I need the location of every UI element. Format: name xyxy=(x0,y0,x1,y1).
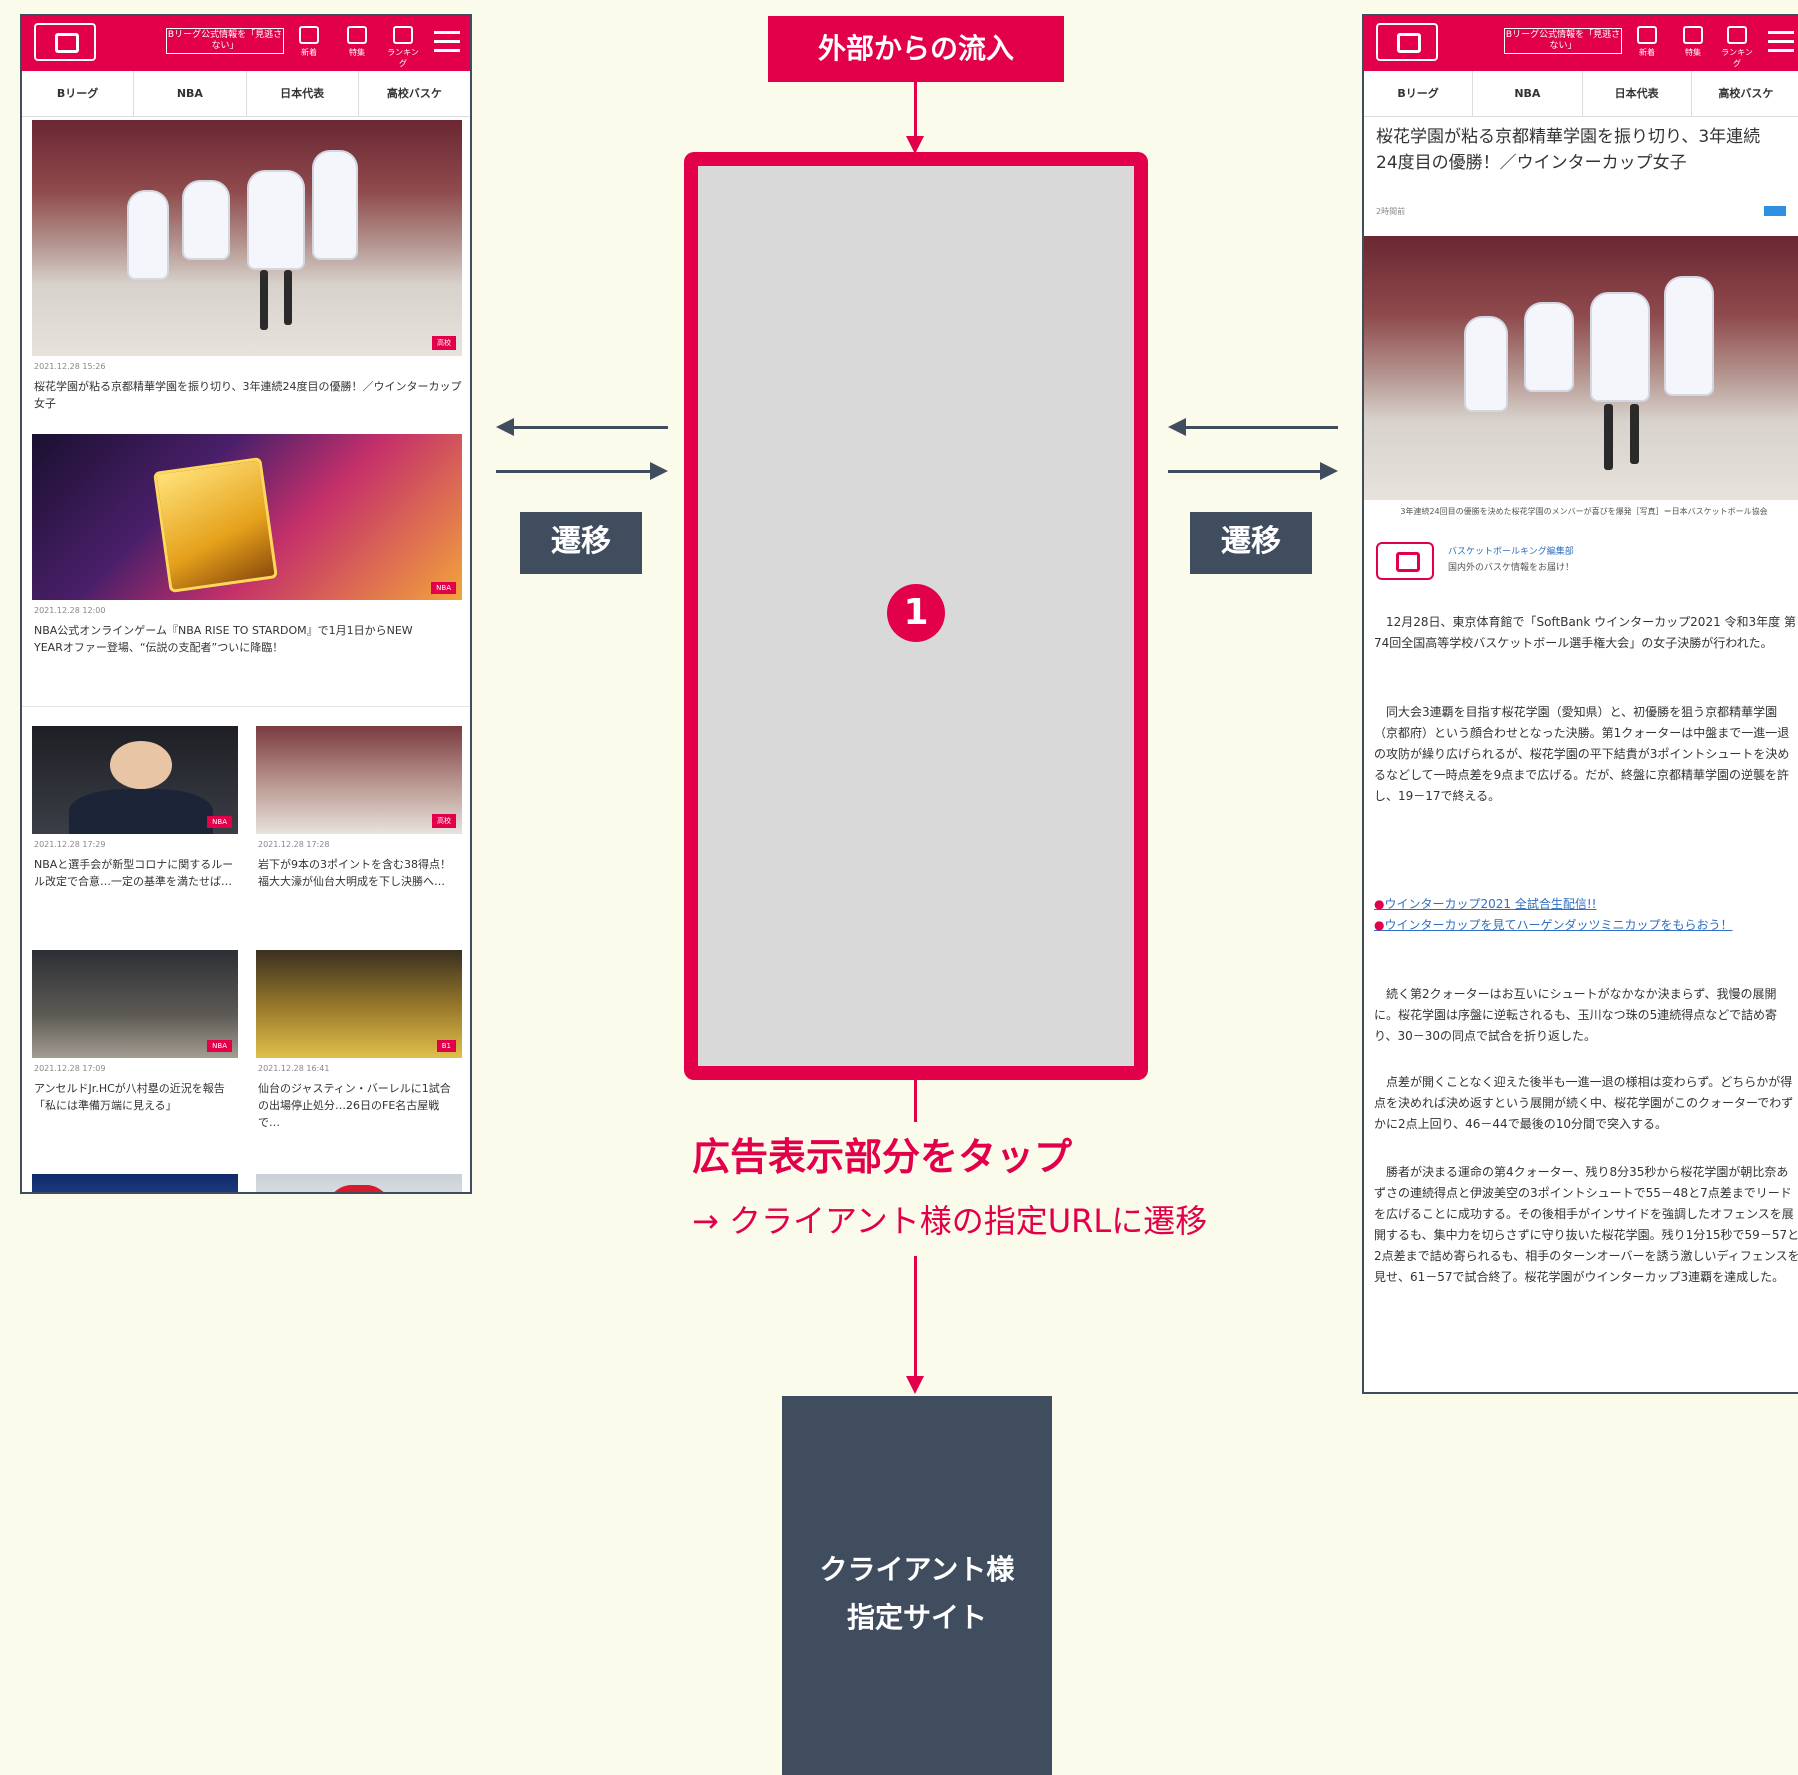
ranking-icon[interactable]: ランキング xyxy=(386,26,420,68)
arrow-left-line xyxy=(1184,426,1338,429)
article-headline[interactable]: 岩下が9本の3ポイントを含む38得点！ 福大大濠が仙台大明成を下し決勝へ… xyxy=(258,858,462,888)
arrow-right-head xyxy=(1320,462,1338,480)
article-headline[interactable]: NBAと選手会が新型コロナに関するルール改定で合意…一定の基準を満たせば… xyxy=(34,858,234,888)
article-headline[interactable]: 仙台のジャスティン・バーレルに1試合の出場停止処分…26日のFE名古屋戦で… xyxy=(258,1082,451,1129)
tap-subtitle: → クライアント様の指定URLに遷移 xyxy=(692,1202,1208,1240)
site-header: Bリーグ公式情報を「見逃さない」 新着 特集 ランキング xyxy=(1364,16,1798,71)
ad-step-number: 1 xyxy=(887,584,945,642)
client-site-label-2: 指定サイト xyxy=(846,1601,987,1634)
tab-b-league[interactable]: Bリーグ xyxy=(22,71,135,116)
photo-caption: 3年連続24回目の優勝を決めた桜花学園のメンバーが喜びを爆発［写真］＝日本バスケ… xyxy=(1400,507,1768,516)
menu-icon[interactable] xyxy=(434,31,460,53)
header-banner[interactable]: Bリーグ公式情報を「見逃さない」 xyxy=(166,28,284,54)
client-site-box: クライアント様 指定サイト xyxy=(782,1396,1052,1775)
category-tag: NBA xyxy=(431,582,456,594)
inflow-arrow-head xyxy=(906,136,924,154)
left-phone-feed: Bリーグ公式情報を「見逃さない」 新着 特集 ランキング Bリーグ NBA 日本… xyxy=(20,14,472,1194)
tap-connector-line xyxy=(914,1080,917,1122)
article-link-campaign[interactable]: ●ウインターカップを見てハーゲンダッツミニカップをもらおう！ xyxy=(1374,918,1733,932)
author-logo-icon[interactable] xyxy=(1376,542,1434,580)
article-paragraph: 点差が開くことなく迎えた後半も一進一退の様相は変わらず。どちらかが得点を決めれば… xyxy=(1374,1075,1794,1131)
feature-icon[interactable]: 特集 xyxy=(340,26,374,60)
new-articles-icon[interactable]: 新着 xyxy=(292,26,326,60)
arrow-right-line xyxy=(1168,470,1322,473)
redirect-arrow-line xyxy=(914,1256,917,1380)
tab-high-school[interactable]: 高校バスケ xyxy=(386,87,442,100)
article-title: 桜花学園が粘る京都精華学園を振り切り、3年連続24度目の優勝！／ウインターカップ… xyxy=(1376,127,1761,173)
article-date: 2021.12.28 15:26 xyxy=(34,362,106,371)
tab-japan[interactable]: 日本代表 xyxy=(1583,71,1692,116)
ranking-icon[interactable]: ランキング xyxy=(1720,26,1754,68)
tab-high-school[interactable]: 高校バスケ xyxy=(1718,87,1774,100)
article-date: 2021.12.28 12:00 xyxy=(34,606,106,615)
arrow-left-line xyxy=(512,426,668,429)
grid-article-image[interactable]: B1 xyxy=(256,950,462,1058)
article-date: 2時間前 xyxy=(1376,207,1406,216)
category-badge[interactable] xyxy=(1764,206,1786,216)
inflow-arrow-line xyxy=(914,82,917,140)
article-date: 2021.12.28 17:28 xyxy=(258,840,330,849)
tap-title: 広告表示部分をタップ xyxy=(692,1135,1073,1179)
article-date: 2021.12.28 17:09 xyxy=(34,1064,106,1073)
promo-article-image[interactable]: NBA xyxy=(32,434,462,600)
author-description: 国内外のバスケ情報をお届け！ xyxy=(1448,563,1575,573)
article-paragraph: 続く第2クォーターはお互いにシュートがなかなか決まらず、我慢の展開に。桜花学園は… xyxy=(1374,987,1778,1043)
main-article-image[interactable]: 高校 xyxy=(32,120,462,356)
article-paragraph: 同大会3連覇を目指す桜花学園（愛知県）と、初優勝を狙う京都精華学園（京都府）とい… xyxy=(1374,705,1790,803)
category-tag: NBA xyxy=(207,1040,232,1052)
divider xyxy=(22,706,470,707)
grid-article-image[interactable]: NBA xyxy=(32,726,238,834)
external-inflow-box: 外部からの流入 xyxy=(768,16,1064,82)
article-paragraph: 12月28日、東京体育館で「SoftBank ウインターカップ2021 令和3年… xyxy=(1374,615,1796,650)
category-tabs: Bリーグ NBA 日本代表 高校バスケ xyxy=(22,71,470,117)
transition-label-right: 遷移 xyxy=(1190,512,1312,574)
tab-nba[interactable]: NBA xyxy=(134,71,247,116)
category-tabs: Bリーグ NBA 日本代表 高校バスケ xyxy=(1364,71,1798,117)
article-link-live[interactable]: ●ウインターカップ2021 全試合生配信!! xyxy=(1374,897,1597,911)
article-headline[interactable]: アンセルドJr.HCが八村塁の近況を報告「私には準備万端に見える」 xyxy=(34,1082,225,1112)
feature-icon[interactable]: 特集 xyxy=(1676,26,1710,60)
article-date: 2021.12.28 17:29 xyxy=(34,840,106,849)
arrow-left-head xyxy=(1168,418,1186,436)
article-headline[interactable]: NBA公式オンラインゲーム『NBA RISE TO STARDOM』で1月1日か… xyxy=(34,624,413,654)
client-site-label-1: クライアント様 xyxy=(819,1553,1015,1586)
tab-b-league[interactable]: Bリーグ xyxy=(1364,71,1474,116)
site-header: Bリーグ公式情報を「見逃さない」 新着 特集 ランキング xyxy=(22,16,470,71)
header-banner[interactable]: Bリーグ公式情報を「見逃さない」 xyxy=(1504,28,1622,54)
category-tag: 高校 xyxy=(432,336,456,350)
category-tag: 高校 xyxy=(432,814,456,828)
article-date: 2021.12.28 16:41 xyxy=(258,1064,330,1073)
grid-article-image[interactable]: NBA xyxy=(32,950,238,1058)
tab-nba[interactable]: NBA xyxy=(1473,71,1583,116)
category-tag: NBA xyxy=(207,816,232,828)
arrow-right-line xyxy=(496,470,652,473)
grid-article-image[interactable]: 高校 xyxy=(256,726,462,834)
category-tag: B1 xyxy=(436,1040,456,1052)
transition-label-left: 遷移 xyxy=(520,512,642,574)
article-headline[interactable]: 桜花学園が粘る京都精華学園を振り切り、3年連続24度目の優勝！／ウインターカップ… xyxy=(34,380,462,410)
tab-japan[interactable]: 日本代表 xyxy=(247,71,359,116)
article-paragraph: 勝者が決まる運命の第4クォーター、残り8分35秒から桜花学園が朝比奈あずさの連続… xyxy=(1374,1165,1798,1284)
article-photo xyxy=(1364,236,1798,500)
site-logo-icon[interactable] xyxy=(34,23,96,61)
arrow-left-head xyxy=(496,418,514,436)
redirect-arrow-head xyxy=(906,1376,924,1394)
grid-article-image[interactable]: B1 xyxy=(256,1174,462,1192)
arrow-right-head xyxy=(650,462,668,480)
right-phone-article: Bリーグ公式情報を「見逃さない」 新着 特集 ランキング Bリーグ NBA 日本… xyxy=(1362,14,1798,1394)
site-logo-icon[interactable] xyxy=(1376,23,1438,61)
grid-article-image[interactable]: B1 xyxy=(32,1174,238,1192)
author-name[interactable]: バスケットボールキング編集部 xyxy=(1448,547,1574,557)
menu-icon[interactable] xyxy=(1768,31,1794,53)
new-articles-icon[interactable]: 新着 xyxy=(1630,26,1664,60)
